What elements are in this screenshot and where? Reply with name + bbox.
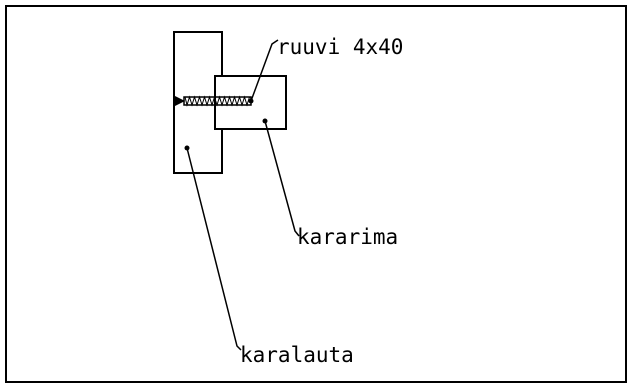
leader-line-board (186, 147, 242, 351)
screw-head (175, 96, 185, 106)
leader-line-batten (264, 120, 300, 237)
drawing-frame (5, 5, 627, 383)
label-karalauta: karalauta (240, 343, 354, 367)
label-ruuvi: ruuvi 4x40 (277, 35, 403, 59)
batten-kararima (214, 75, 287, 130)
leader-line-screw (250, 39, 279, 102)
screw-thread (184, 95, 250, 107)
label-kararima: kararima (297, 225, 398, 249)
